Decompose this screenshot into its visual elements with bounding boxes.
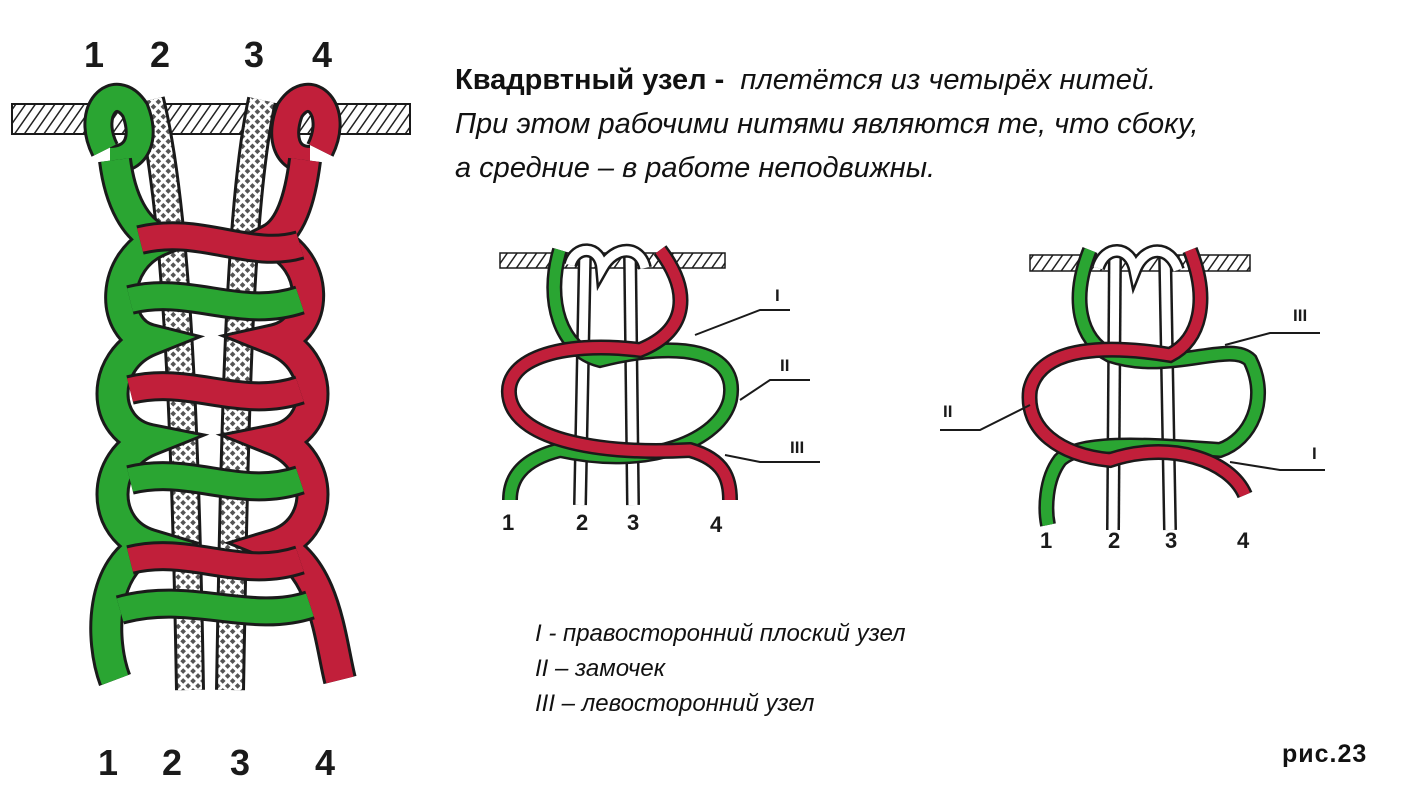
diagram-b-label-III: III [1293, 306, 1308, 325]
knot-crossings [115, 221, 315, 627]
heading: Квадрвтный узел - плетётся из четырёх ни… [455, 58, 1415, 190]
leader-III [1224, 332, 1320, 346]
cord-number-top-3: 3 [244, 34, 265, 75]
diagram-a-number-3: 3 [627, 510, 640, 535]
legend-item-III: III – левосторонний узел [535, 690, 815, 717]
diagram-a-label-II: II [780, 356, 790, 375]
knot-diagram-a [499, 243, 820, 506]
diagram-b-label-I: I [1312, 444, 1317, 463]
heading-line3: а средние – в работе неподвижны. [455, 152, 936, 184]
cord-number-bottom-2: 2 [162, 742, 183, 783]
knot-diagram-b [940, 244, 1325, 531]
heading-line1: плетётся из четырёх нитей. [740, 64, 1157, 96]
figure-label: рис.23 [1282, 740, 1368, 768]
heading-title: Квадрвтный узел - [455, 64, 725, 96]
cord-number-bottom-3: 3 [230, 742, 251, 783]
legend-item-II: II – замочек [535, 655, 666, 682]
diagram-a-number-1: 1 [502, 510, 515, 535]
cord-number-top-1: 1 [84, 34, 105, 75]
heading-line-1: Квадрвтный узел - плетётся из четырёх ни… [455, 58, 1415, 102]
diagram-b-number-3: 3 [1165, 528, 1178, 553]
diagram-b-number-2: 2 [1108, 528, 1121, 553]
diagram-a-label-I: I [775, 286, 780, 305]
diagram-a-number-2: 2 [576, 510, 589, 535]
diagram-a-label-III: III [790, 438, 805, 457]
rope-bar [11, 103, 411, 135]
leader-I [1229, 461, 1325, 471]
diagram-b-label-II: II [943, 402, 953, 421]
leader-II [739, 379, 810, 401]
diagram-a-number-4: 4 [710, 512, 723, 537]
leader-III [724, 454, 820, 463]
big-knot-diagram [11, 82, 411, 691]
diagram-b-number-1: 1 [1040, 528, 1053, 553]
heading-line2: При этом рабочими нитями являются те, чт… [455, 108, 1199, 140]
cord-number-top-2: 2 [150, 34, 171, 75]
leader-I [694, 309, 790, 336]
diagram-b-number-4: 4 [1237, 528, 1250, 553]
legend-item-I: I - правосторонний плоский узел [535, 620, 906, 647]
cord-number-bottom-1: 1 [98, 742, 119, 783]
cord-number-bottom-4: 4 [315, 742, 336, 783]
leader-II [940, 404, 1031, 431]
cord-number-top-4: 4 [312, 34, 333, 75]
